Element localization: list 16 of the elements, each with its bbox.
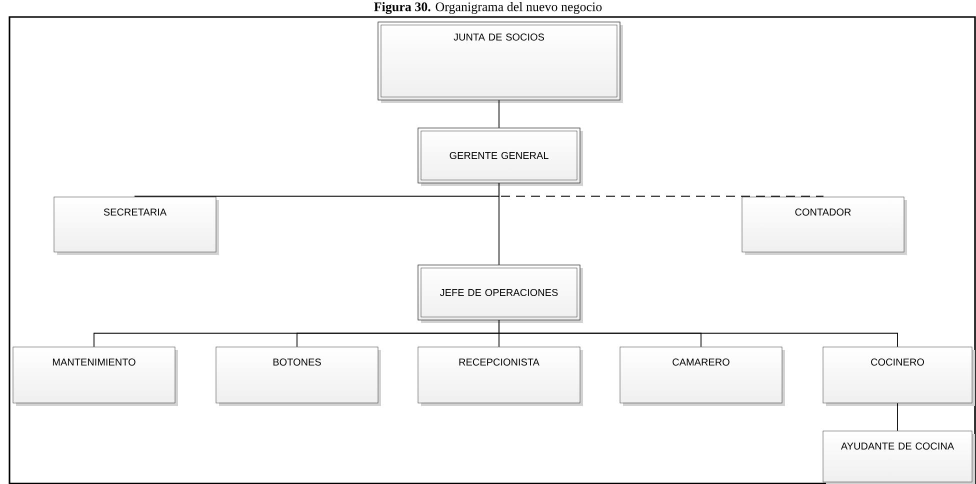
position-box: CAMARERO bbox=[620, 346, 786, 406]
position-box: COCINERO bbox=[822, 346, 976, 406]
connector-line bbox=[498, 100, 500, 128]
position-box: JUNTA DE SOCIOS bbox=[378, 22, 623, 103]
position-box: SECRETARIA bbox=[54, 196, 219, 255]
position-box: JEFE DE OPERACIONES bbox=[418, 264, 583, 323]
position-box: MANTENIMIENTO bbox=[12, 346, 178, 406]
position-box: GERENTE GENERAL bbox=[418, 128, 583, 186]
position-box: BOTONES bbox=[216, 346, 381, 406]
connector-line bbox=[498, 182, 500, 266]
title: Figura 30. Organigrama del nuevo negocio bbox=[374, 2, 602, 14]
position-box: RECEPCIONISTA bbox=[418, 346, 583, 406]
connector-line bbox=[498, 320, 898, 348]
connector-line bbox=[897, 402, 898, 432]
position-box: CONTADOR bbox=[742, 196, 908, 255]
position-box: AYUDANTE DE COCINA bbox=[822, 430, 976, 484]
